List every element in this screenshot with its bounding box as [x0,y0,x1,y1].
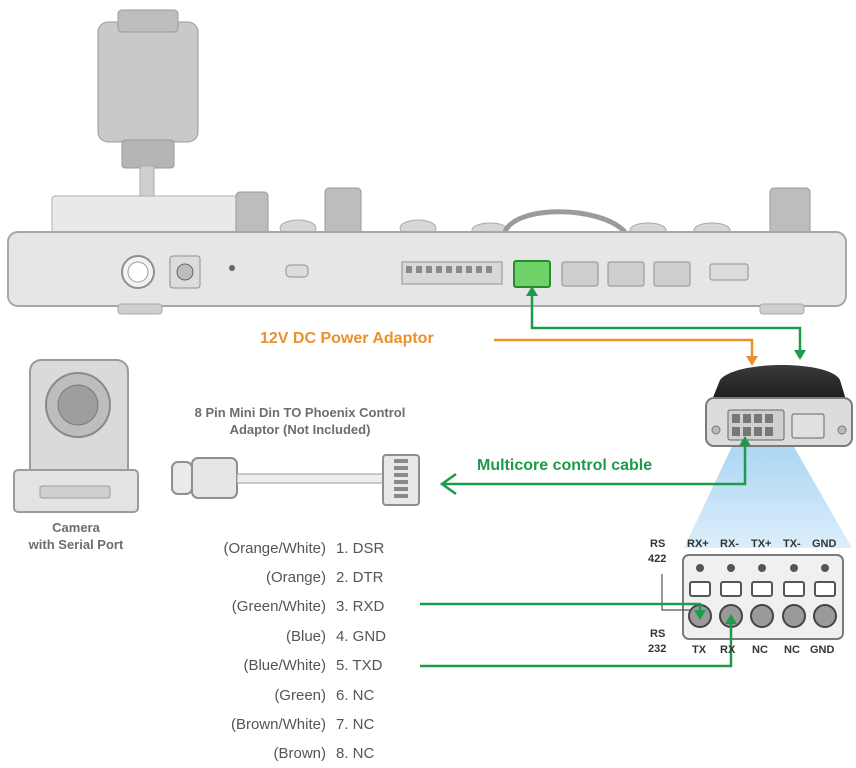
terminal-block-detail [661,554,844,640]
camera-label-line1: Camera [52,520,100,535]
joystick-collar [121,139,175,169]
rs232-label-a: RS [650,628,666,640]
camera-icon [13,359,139,513]
control-arrow-top-down-icon [794,350,806,360]
pin-name: 6. NC [336,687,375,704]
usb-port-icon [285,264,309,278]
reset-hole-icon [229,265,235,271]
txd-wire [420,622,733,668]
rxd-wire [420,602,702,612]
multicore-wire [439,446,747,496]
pin-wire-color: (Brown) [273,745,326,762]
rs422-label-a: RS [650,538,666,550]
terminal-bottom-label: RX [720,644,736,656]
dc-in-port-icon [176,263,194,281]
pin-row: (Green/White) 3. RXD [176,598,385,615]
pin-row: (Green) 6. NC [176,687,374,704]
rj45-port-icon [653,261,691,287]
pin-name: 5. TXD [336,657,383,674]
adaptor-rj45-icon [791,413,825,439]
pin-name: 3. RXD [336,598,385,615]
control-adaptor-box [705,365,853,447]
rs422-label-b: 422 [648,553,667,565]
adaptor-box-top [712,365,846,400]
power-switch-icon [127,261,149,283]
txd-arrow-icon [725,614,737,624]
controller-display [51,195,243,235]
terminal-bottom-label: NC [784,644,800,656]
rj45-port-icon [561,261,599,287]
pin-row: (Orange/White) 1. DSR [176,540,384,557]
controller-knob-right [769,187,811,237]
controller-foot [759,303,805,315]
pin-wire-color: (Blue/White) [243,657,326,674]
mini-din-body [191,457,238,499]
pin-wire-color: (Green) [274,687,326,704]
pin-row: (Brown) 8. NC [176,745,374,762]
pin-row: (Orange) 2. DTR [176,569,384,586]
phoenix-plug-pins [394,459,408,498]
mini-din-plug [171,461,193,495]
pin-row: (Blue/White) 5. TXD [176,657,382,674]
multicore-cable-label: Multicore control cable [477,457,653,474]
controller-cable-loop [502,209,627,234]
terminal-slots [689,581,836,597]
screw-icon [711,425,721,435]
joystick-head [97,21,199,143]
pin-row: (Blue) 4. GND [176,628,386,645]
rxd-arrow-icon [694,610,706,620]
camera-label: Camera with Serial Port [4,519,148,553]
power-adaptor-label: 12V DC Power Adaptor [260,330,434,347]
control-wire-top [530,296,802,350]
adaptor-title-line2: Adaptor (Not Included) [229,422,371,437]
rs422-bracket [661,574,690,611]
controller-foot [117,303,163,315]
power-arrow-icon [746,356,758,366]
terminal-bottom-label: TX [692,644,707,656]
pin-row: (Brown/White) 7. NC [176,716,374,733]
adaptor-title-line1: 8 Pin Mini Din TO Phoenix Control [194,405,406,420]
controller-knob-left [235,191,269,237]
pin-wire-color: (Brown/White) [230,716,326,733]
control-arrow-top-up-icon [526,286,538,296]
terminal-top-holes [696,564,829,572]
mini-din-cable-wire [236,473,384,484]
ptz-controller [7,9,847,315]
joystick-top [117,9,179,33]
terminal-bottom-label: GND [810,644,835,656]
pin-wire-color: (Green/White) [231,598,326,615]
pin-name: 2. DTR [336,569,384,586]
camera-label-line2: with Serial Port [28,537,124,552]
adaptor-title: 8 Pin Mini Din TO Phoenix Control Adapto… [150,404,450,438]
terminal-top-label: RX- [720,538,739,550]
power-wire [494,338,754,356]
terminal-bottom-label: NC [752,644,768,656]
rs232-label-b: 232 [648,643,667,655]
terminal-top-label: TX+ [751,538,772,550]
pin-name: 7. NC [336,716,375,733]
pin-name: 1. DSR [336,540,385,557]
terminal-top-label: RX+ [687,538,709,550]
pin-name: 8. NC [336,745,375,762]
zoom-beam [684,440,852,548]
usb-a-port-icon [709,263,749,281]
terminal-top-label: TX- [783,538,801,550]
phoenix-terminal-pins [406,266,492,273]
terminal-top-label: GND [812,538,837,550]
pin-wire-color: (Orange) [265,569,326,586]
camera-lens [57,384,99,426]
pin-name: 4. GND [336,628,387,645]
pin-wire-color: (Orange/White) [223,540,326,557]
rj45-port-icon [607,261,645,287]
camera-base-panel [39,485,111,499]
rj45-port-highlighted-icon [513,260,551,288]
controller-knob-mid [324,187,362,237]
adaptor-terminal-pins [732,414,773,436]
screw-icon [837,425,847,435]
multicore-arrow-up-icon [739,436,751,446]
mini-din-cable [171,454,420,506]
pin-wire-color: (Blue) [285,628,326,645]
